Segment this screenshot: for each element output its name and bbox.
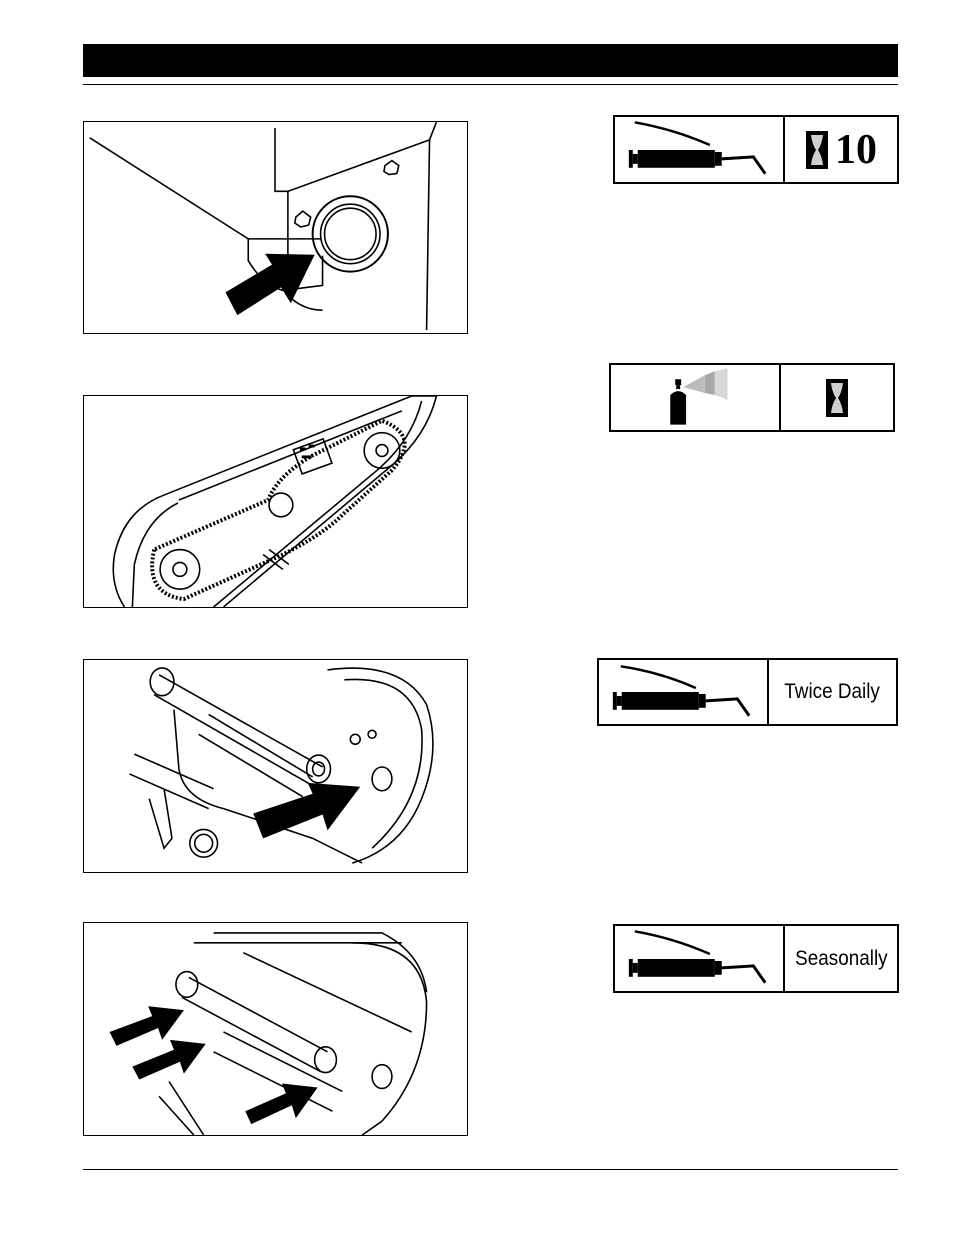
grease-gun-icon — [615, 926, 783, 991]
bearing-housing-illustration — [84, 122, 467, 333]
lube-badge-1: 10 — [613, 115, 899, 184]
spray-can-icon — [611, 365, 779, 430]
tool-cell — [615, 117, 785, 182]
pointer-arrow-icon — [110, 1006, 184, 1046]
footer-rule — [83, 1169, 898, 1170]
tool-cell — [599, 660, 769, 724]
tool-cell — [611, 365, 781, 430]
pointer-arrow-icon — [253, 783, 360, 838]
header-rule — [83, 84, 898, 85]
figure-chain-drive — [83, 395, 468, 608]
hourglass-icon — [825, 378, 849, 418]
frequency-cell: Twice Daily — [769, 660, 896, 724]
frequency-cell — [781, 365, 893, 430]
lube-badge-2 — [609, 363, 895, 432]
chain-drive-illustration — [84, 396, 467, 607]
tool-cell — [615, 926, 785, 991]
grease-gun-icon — [599, 660, 767, 724]
frequency-cell: Seasonally — [785, 926, 897, 991]
reel-bearing-illustration — [84, 660, 467, 872]
frequency-label: Seasonally — [795, 947, 887, 971]
lube-badge-3: Twice Daily — [597, 658, 898, 726]
hourglass-icon — [805, 130, 829, 170]
header-bar — [83, 44, 898, 77]
frequency-hours: 10 — [835, 129, 877, 171]
frequency-cell: 10 — [785, 117, 897, 182]
frequency-label: Twice Daily — [785, 680, 881, 704]
grease-gun-icon — [615, 117, 783, 182]
pointer-arrow-icon — [132, 1040, 205, 1080]
roller-bearings-illustration — [84, 923, 467, 1135]
figure-bearing-housing — [83, 121, 468, 334]
pointer-arrow-icon — [245, 1083, 317, 1124]
lube-badge-4: Seasonally — [613, 924, 899, 993]
figure-roller-bearings — [83, 922, 468, 1136]
figure-reel-bearing — [83, 659, 468, 873]
